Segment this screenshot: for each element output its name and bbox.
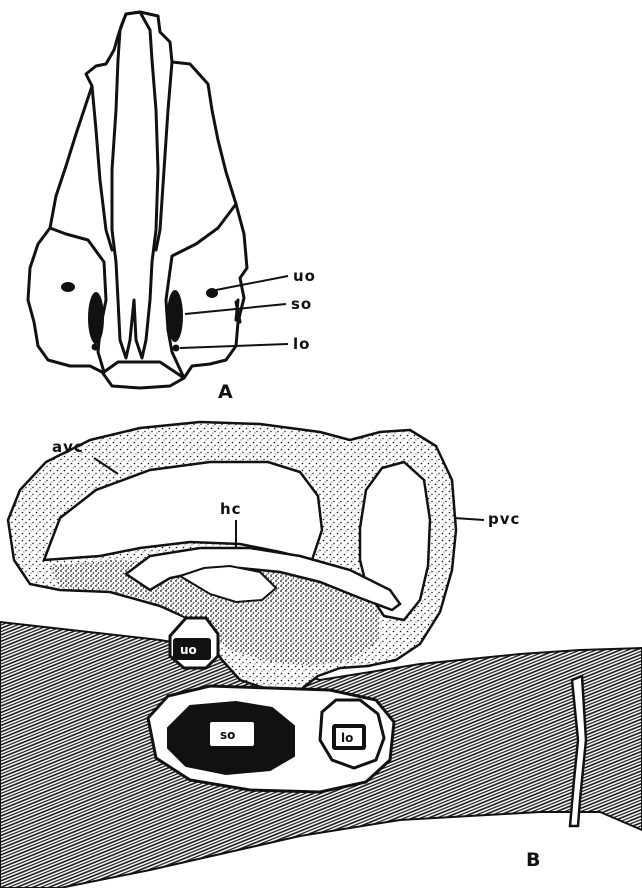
label-uo-b: uo bbox=[180, 643, 197, 657]
right-lower-foramen bbox=[173, 345, 180, 352]
label-so-b: so bbox=[220, 728, 235, 742]
label-uo-a: uo bbox=[293, 267, 316, 285]
panel-a-leaders bbox=[180, 276, 288, 348]
label-lo-b: lo bbox=[341, 731, 353, 745]
panel-a-letter: A bbox=[218, 381, 233, 403]
right-superior-foramen bbox=[167, 290, 183, 342]
label-pvc: pvc bbox=[488, 510, 520, 528]
leader-pvc bbox=[454, 518, 484, 520]
median-bone bbox=[112, 12, 158, 358]
panel-a-drawing bbox=[28, 12, 247, 388]
occipital-line bbox=[104, 362, 184, 378]
left-superior-foramen bbox=[88, 292, 104, 344]
label-avc: avc bbox=[52, 438, 84, 456]
left-lower-foramen bbox=[92, 344, 99, 351]
left-upper-foramen bbox=[61, 282, 75, 292]
skull-outline bbox=[28, 12, 247, 388]
left-frontal-line bbox=[92, 86, 112, 250]
panel-b-letter: B bbox=[526, 849, 540, 871]
panel-a-foramina bbox=[61, 282, 218, 352]
label-so-a: so bbox=[291, 295, 312, 313]
label-hc: hc bbox=[220, 500, 242, 518]
label-lo-a: lo bbox=[293, 335, 310, 353]
leader-uo-a bbox=[216, 276, 288, 290]
